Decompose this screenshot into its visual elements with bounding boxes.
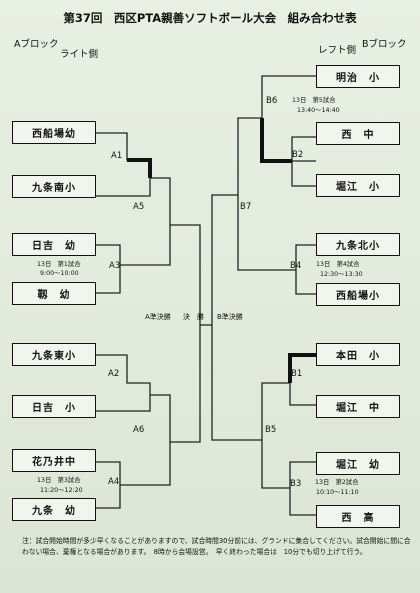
page-title: 第37回 西区PTA親善ソフトボール大会 組み合わせ表 [63,11,357,25]
schedule-day: 13日 第2試合 [315,479,359,486]
b-semifinal-label: B準決勝 [217,313,243,321]
match-label: B3 [290,479,302,489]
right-block-side: レフト側 [318,45,357,56]
a-semifinal-label: A準決勝 [145,313,171,321]
team-box: 西 中 [316,122,400,145]
final-label: 決 勝 [183,313,204,321]
match-label: A6 [133,425,145,435]
team-box: 堀江 小 [316,174,400,197]
right-block-name: Bブロック [362,39,407,50]
schedule-time: 10:10～11:10 [316,489,359,496]
team-box: 西船場小 [316,283,400,306]
left-block-name: Aブロック [14,39,59,50]
match-label: B7 [240,202,252,212]
match-label: A5 [133,202,145,212]
team-box: 堀江 幼 [316,452,400,475]
team-box: 靱 幼 [12,282,96,305]
team-box: 西 高 [316,505,400,528]
match-label: B5 [265,425,277,435]
schedule-time: 11:20～12:20 [40,487,83,494]
schedule-day: 13日 第3試合 [37,477,81,484]
team-box: 本田 小 [316,343,400,366]
team-box: 花乃井中 [12,449,96,472]
schedule-time: 9:00～10:00 [40,270,79,277]
schedule-day: 13日 第1試合 [37,261,81,268]
schedule-day: 13日 第5試合 [292,97,336,104]
team-box: 九条南小 [12,175,96,198]
match-label: B1 [291,369,303,379]
match-label: B2 [292,150,304,160]
footer-note: 注：試合開始時間が多少早くなることがありますので、試合時間30分前には、グランド… [22,537,411,556]
team-box: 堀江 中 [316,395,400,418]
team-box: 日吉 幼 [12,233,96,256]
match-label: A4 [108,477,120,487]
match-label: A2 [108,369,120,379]
left-block-side: ライト側 [60,49,99,60]
team-box: 九条東小 [12,343,96,366]
match-label: B4 [290,261,302,271]
match-label: A3 [109,261,121,271]
schedule-time: 12:30～13:30 [320,271,363,278]
team-box: 九条北小 [316,233,400,256]
match-label: A1 [111,151,123,161]
team-box: 日吉 小 [12,395,96,418]
match-label: B6 [266,96,278,106]
team-box: 九条 幼 [12,498,96,521]
team-box: 西船場幼 [12,121,96,144]
schedule-day: 13日 第4試合 [316,261,360,268]
team-box: 明治 小 [316,65,400,88]
schedule-time: 13:40～14:40 [297,107,340,114]
